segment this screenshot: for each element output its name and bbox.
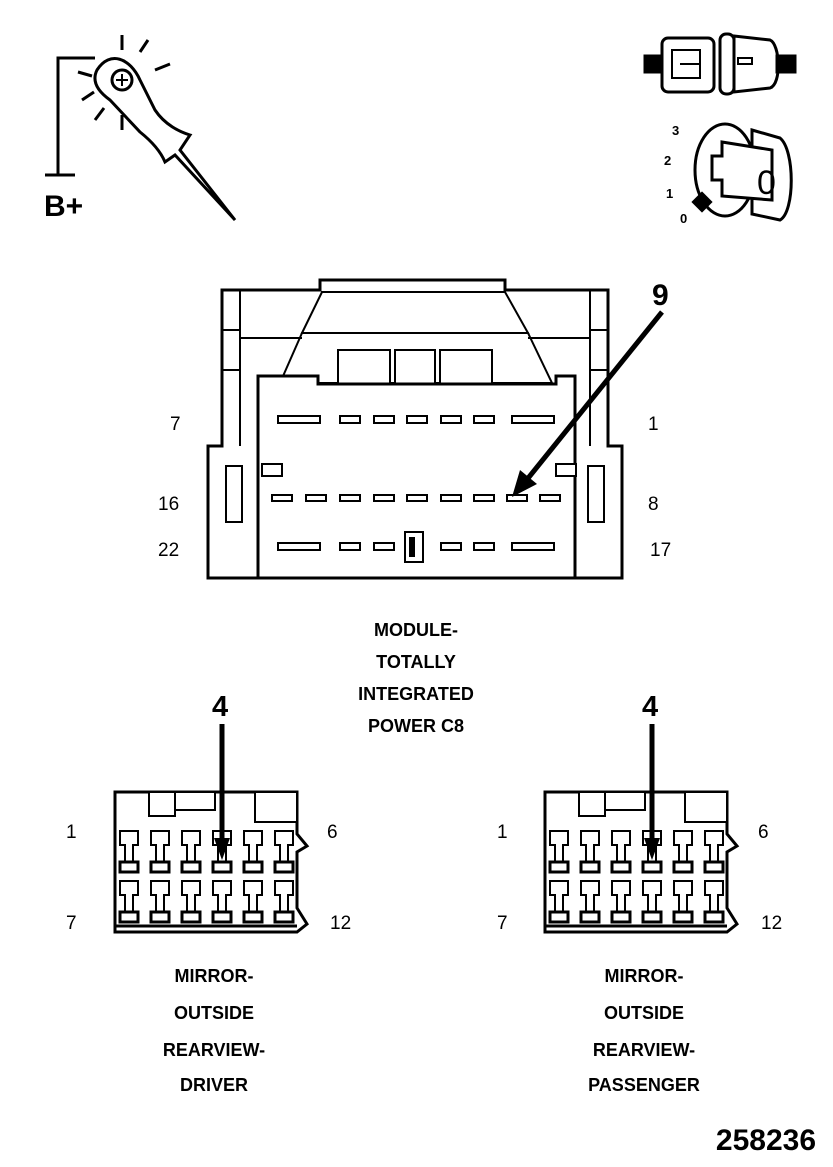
module-callout-arrow [512, 310, 664, 497]
mirror-driver-terminal-8 [149, 880, 171, 924]
module-cavity-r1-2 [339, 415, 361, 424]
module-callout-number: 9 [652, 279, 669, 312]
module-cavity-r2-3 [339, 494, 361, 502]
mirror-driver-terminal-3 [180, 830, 202, 874]
figure-number: 258236 [716, 1124, 816, 1157]
mirror-driver-terminal-12 [273, 880, 295, 924]
module-pin-label-16: 16 [158, 494, 179, 515]
mirror-driver-pin-label-12: 12 [330, 913, 351, 934]
module-key-slot-mark [409, 537, 415, 557]
module-cavity-r3-5 [473, 542, 495, 551]
test-light-probe-icon [45, 35, 237, 222]
mirror-passenger-terminal-6 [703, 830, 725, 874]
mirror-driver-latch-left [148, 791, 176, 817]
mirror-passenger-pin-label-1: 1 [497, 822, 508, 843]
mirror-driver-terminal-1 [118, 830, 140, 874]
mirror-passenger-terminal-1 [548, 830, 570, 874]
mirror-driver-latch-right [254, 791, 298, 823]
module-cavity-r1-1 [277, 415, 321, 424]
module-cavity-r3-2 [339, 542, 361, 551]
mirror-driver-terminal-2 [149, 830, 171, 874]
module-cavity-r1-3 [373, 415, 395, 424]
mirror-driver-pin-label-7: 7 [66, 913, 77, 934]
mirror-driver-pin-label-1: 1 [66, 822, 77, 843]
mirror-passenger-callout-arrow-head [644, 838, 660, 860]
mirror-passenger-terminal-3 [610, 830, 632, 874]
module-cavity-r2-5 [406, 494, 428, 502]
mirror-passenger-terminal-7 [548, 880, 570, 924]
mirror-driver-terminal-9 [180, 880, 202, 924]
module-cavity-r2-6 [440, 494, 462, 502]
mirror-passenger-terminal-8 [579, 880, 601, 924]
module-cavity-r1-7 [511, 415, 555, 424]
mirror-driver-connector [113, 724, 310, 934]
module-caption-line-1: MODULE- [374, 620, 458, 640]
mirror-passenger-caption-line-4: PASSENGER [588, 1075, 700, 1095]
mirror-passenger-terminal-5 [672, 830, 694, 874]
mirror-driver-latch-center [174, 791, 216, 811]
module-caption-line-4: POWER C8 [368, 716, 464, 736]
mirror-passenger-connector [543, 724, 740, 934]
module-pin-label-7: 7 [170, 414, 181, 435]
mirror-driver-callout-number: 4 [212, 691, 228, 723]
mirror-driver-caption-line-4: DRIVER [180, 1075, 248, 1095]
battery-positive-label: B+ [44, 190, 83, 223]
module-cavity-r3-1 [277, 542, 321, 551]
module-cavity-r3-4 [440, 542, 462, 551]
mirror-passenger-terminal-9 [610, 880, 632, 924]
module-c8-connector [206, 278, 624, 580]
mirror-passenger-caption-line-2: OUTSIDE [604, 1003, 684, 1023]
mirror-driver-terminal-6 [273, 830, 295, 874]
module-cavity-r2-4 [373, 494, 395, 502]
ignition-position-2: 2 [664, 153, 671, 168]
module-cavity-r1-4 [406, 415, 428, 424]
mirror-driver-caption-line-1: MIRROR- [175, 966, 254, 986]
module-cavity-r3-6 [511, 542, 555, 551]
mirror-driver-caption-line-2: OUTSIDE [174, 1003, 254, 1023]
mirror-passenger-callout-number: 4 [642, 691, 658, 723]
mirror-passenger-latch-left [578, 791, 606, 817]
ignition-key-icon [691, 122, 793, 222]
module-pin-label-8: 8 [648, 494, 659, 515]
mirror-passenger-terminal-2 [579, 830, 601, 874]
mirror-driver-callout-arrow-head [214, 838, 230, 860]
mirror-driver-caption-line-3: REARVIEW- [163, 1040, 265, 1060]
mirror-passenger-caption-line-3: REARVIEW- [593, 1040, 695, 1060]
mirror-driver-terminal-5 [242, 830, 264, 874]
module-caption-line-3: INTEGRATED [358, 684, 474, 704]
ignition-position-3: 3 [672, 123, 679, 138]
mirror-driver-terminal-7 [118, 880, 140, 924]
mirror-passenger-pin-label-7: 7 [497, 913, 508, 934]
module-cavity-r2-2 [305, 494, 327, 502]
mirror-driver-terminal-10 [211, 880, 233, 924]
mirror-driver-pin-label-6: 6 [327, 822, 338, 843]
mirror-passenger-pin-label-12: 12 [761, 913, 782, 934]
module-cavity-r1-5 [440, 415, 462, 424]
ignition-position-0: 0 [680, 211, 687, 226]
module-cavity-r1-6 [473, 415, 495, 424]
mirror-passenger-terminal-11 [672, 880, 694, 924]
module-cavity-r2-7 [473, 494, 495, 502]
key-symbol: 0 [757, 164, 776, 202]
mirror-driver-terminal-11 [242, 880, 264, 924]
mirror-passenger-terminal-10 [641, 880, 663, 924]
mirror-passenger-latch-right [684, 791, 728, 823]
module-pin-label-22: 22 [158, 540, 179, 561]
module-pin-label-1: 1 [648, 414, 659, 435]
module-caption-line-2: TOTALLY [376, 652, 456, 672]
module-pin-cavities [271, 415, 561, 563]
module-cavity-r3-3 [373, 542, 395, 551]
ignition-position-1: 1 [666, 186, 673, 201]
module-pin-label-17: 17 [650, 540, 671, 561]
mirror-passenger-latch-center [604, 791, 646, 811]
module-cavity-r2-9 [539, 494, 561, 502]
module-cavity-r2-8 [506, 494, 528, 502]
mirror-passenger-caption-line-1: MIRROR- [605, 966, 684, 986]
module-cavity-r2-1 [271, 494, 293, 502]
connector-disconnect-icon [643, 32, 797, 96]
mirror-passenger-terminal-12 [703, 880, 725, 924]
mirror-passenger-pin-label-6: 6 [758, 822, 769, 843]
